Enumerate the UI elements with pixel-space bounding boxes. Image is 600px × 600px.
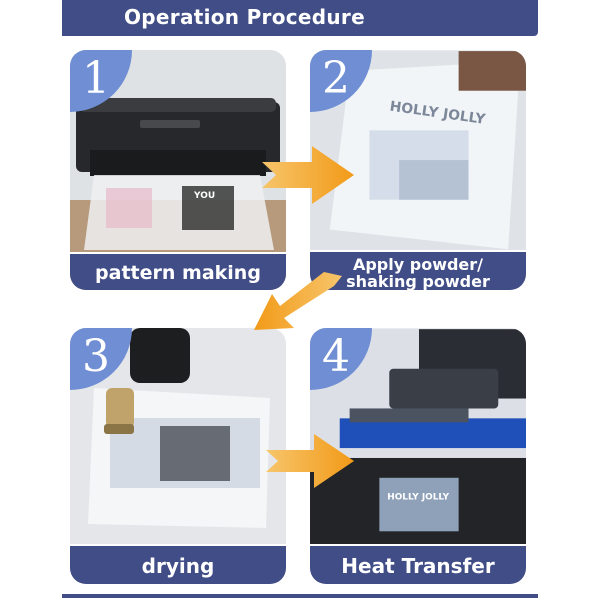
step-label-2-line2: shaking powder — [346, 272, 490, 290]
arrow-right-2-icon — [266, 434, 354, 488]
header-banner: Operation Procedure — [62, 0, 538, 36]
footer-divider — [62, 594, 538, 598]
step-label-1: pattern making — [70, 252, 286, 290]
shirt-print-text: HOLLY JOLLY — [387, 493, 449, 503]
film-text-you: YOU — [193, 191, 215, 201]
step-number-4: 4 — [310, 328, 372, 390]
arrow-down-left-icon — [254, 272, 342, 330]
step-card-1: YOU 1 pattern making — [70, 50, 286, 290]
printer-photo: YOU — [70, 50, 286, 290]
step-label-2-line1: Apply powder/ — [352, 255, 484, 274]
arrow-right-1-icon — [262, 146, 354, 204]
step-label-3: drying — [70, 544, 286, 584]
step-label-2: Apply powder/ shaking powder — [310, 250, 526, 290]
page-title: Operation Procedure — [124, 5, 365, 29]
step-label-4: Heat Transfer — [310, 544, 526, 584]
step-card-3: 3 drying — [70, 328, 286, 584]
